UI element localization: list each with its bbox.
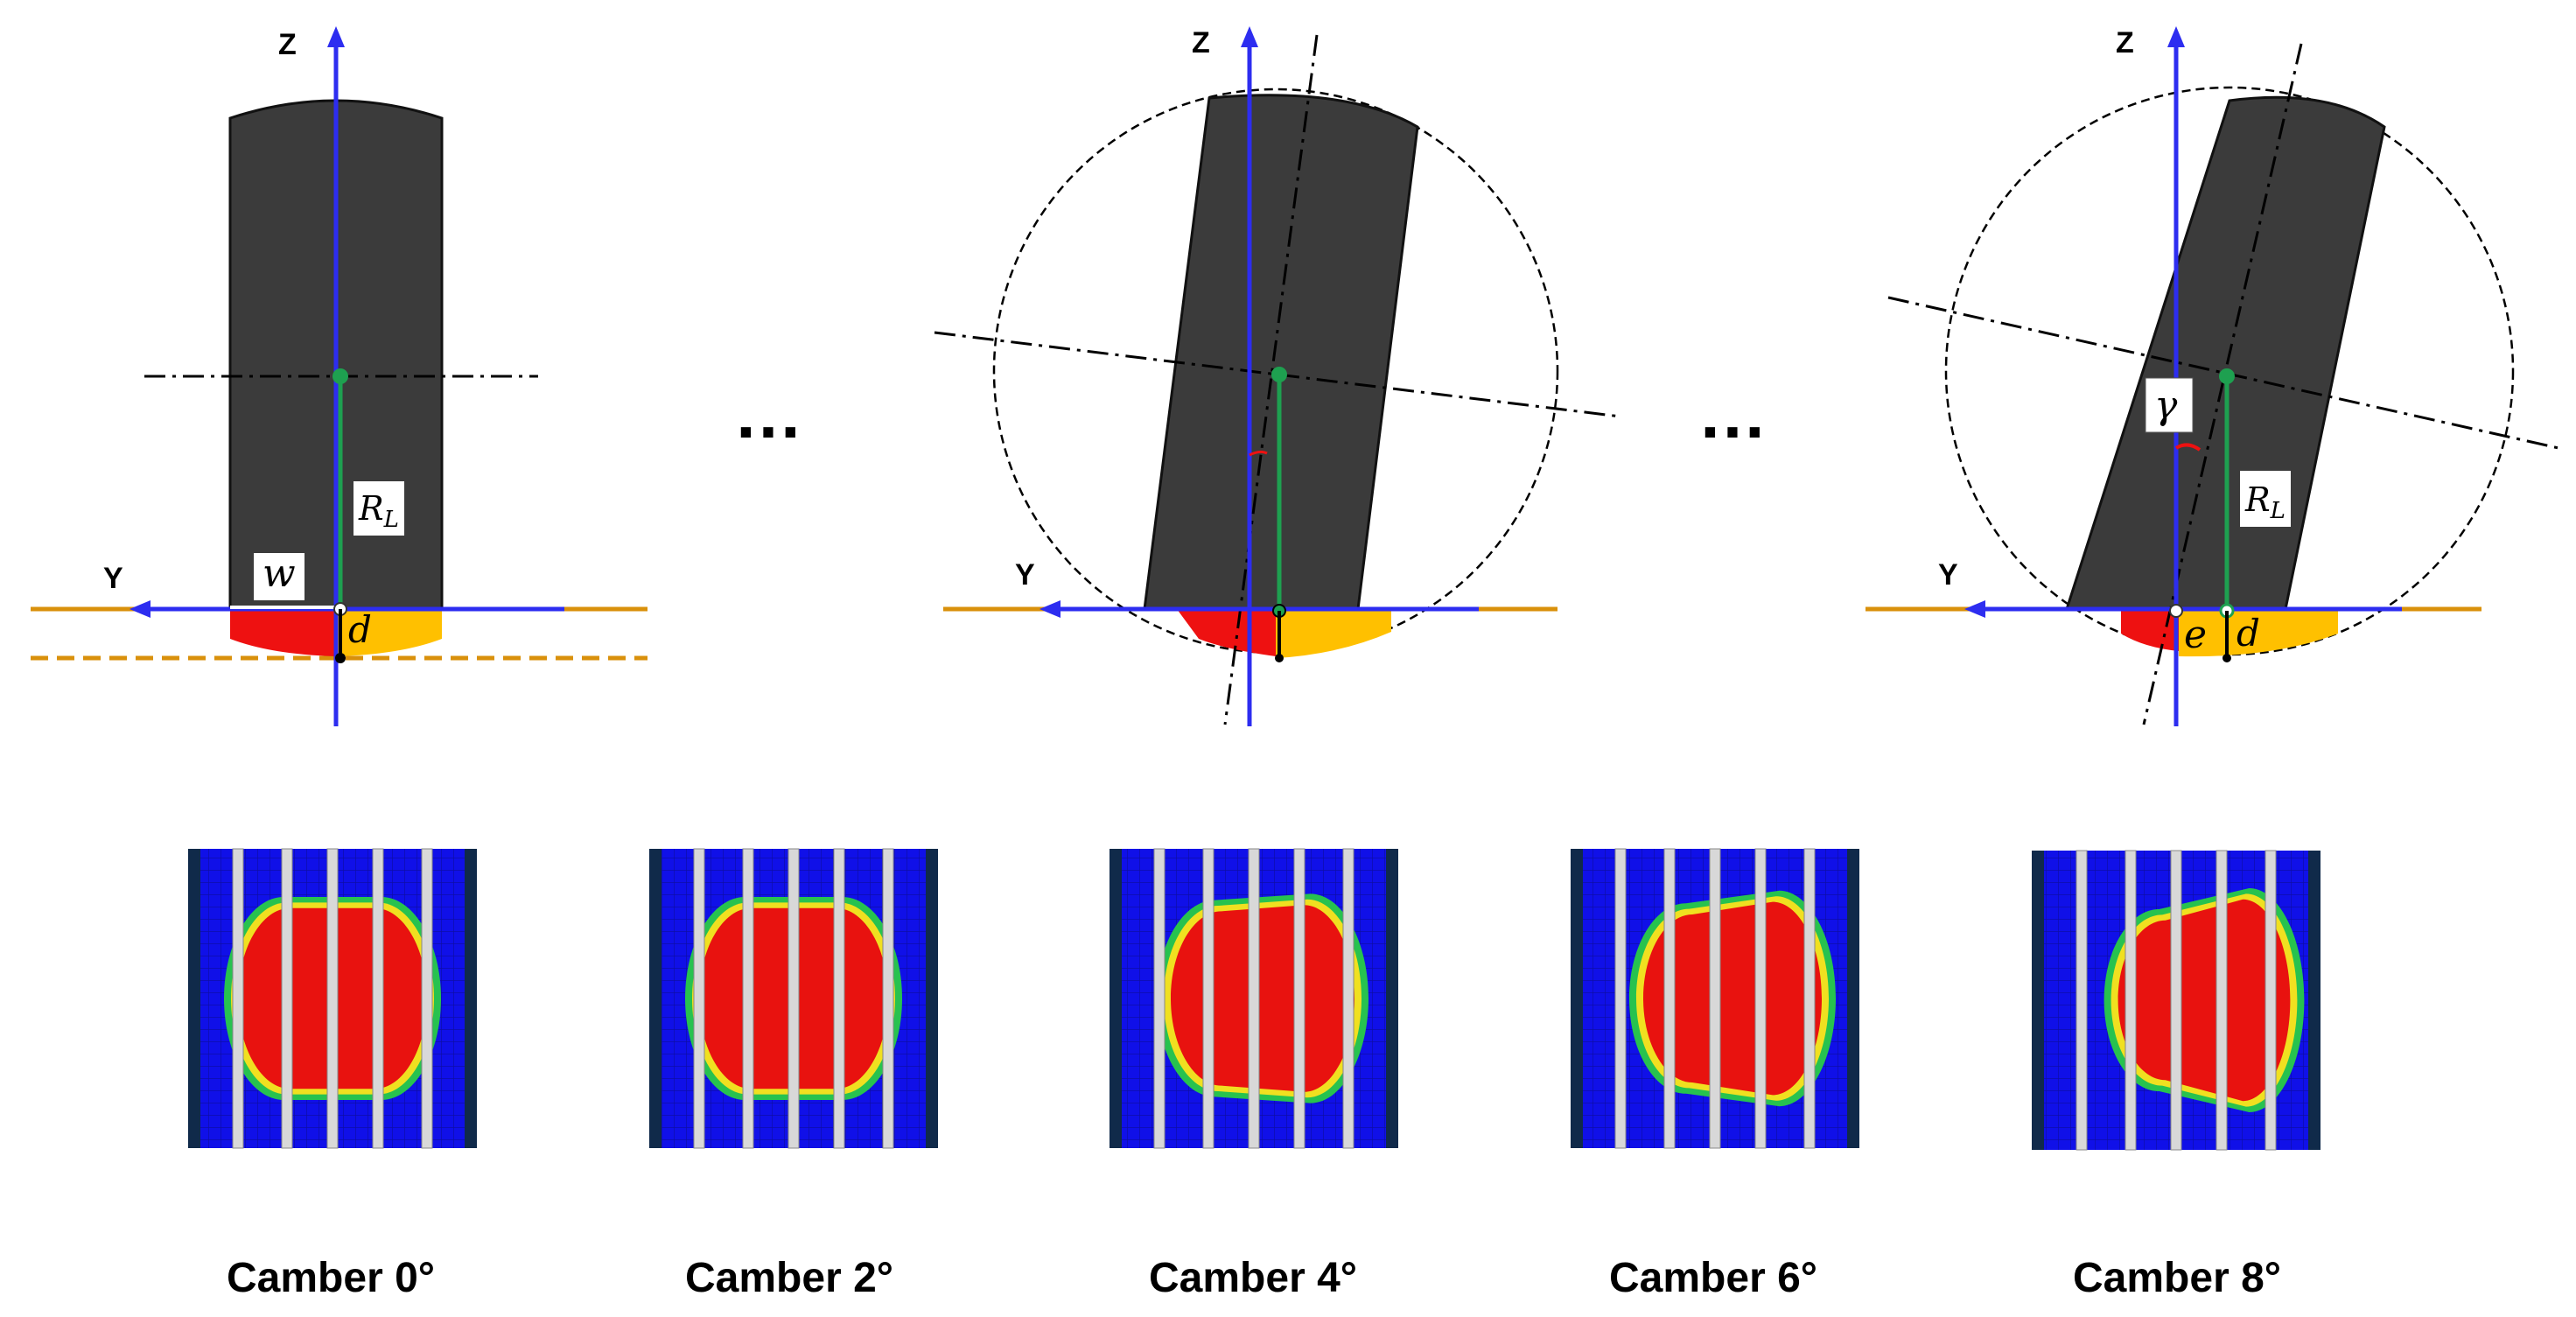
d-label: d: [348, 608, 372, 651]
panel-camber-8: Z Y γ RL e d: [1866, 26, 2559, 726]
camber-angle-arc: [1249, 450, 1268, 457]
tread-groove: [1754, 848, 1767, 1149]
footprint-edge-right: [1386, 849, 1398, 1148]
y-axis-arrow: [1040, 600, 1060, 618]
tread-groove: [1342, 848, 1354, 1149]
rl-label: RL: [2244, 480, 2286, 524]
wheel-outline-circle: [1944, 86, 2515, 656]
pressure-contour: [2118, 899, 2291, 1102]
camber-angle-arc: [2174, 443, 2202, 452]
footprint-edge-left: [1110, 849, 1122, 1148]
y-axis-arrow: [130, 600, 150, 618]
d-label: d: [2236, 612, 2260, 655]
tread-groove: [2076, 850, 2088, 1151]
tread-groove: [281, 848, 293, 1149]
contact-patch-left: [2121, 609, 2179, 651]
contact-offset-dot: [2169, 604, 2183, 618]
ellipsis-2: …: [1698, 375, 1768, 452]
z-axis-label: Z: [278, 28, 297, 61]
footprint-edge-left: [1571, 849, 1583, 1148]
panel-camber-0: Z Y w RL d: [31, 26, 648, 726]
y-axis-arrow: [1964, 600, 1985, 618]
y-axis-label: Y: [103, 562, 123, 595]
tread-groove: [421, 848, 433, 1149]
footprint-edge-right: [1847, 849, 1859, 1148]
tread-groove: [326, 848, 339, 1149]
footprint-row: [188, 848, 2320, 1151]
tread-groove: [1293, 848, 1306, 1149]
contact-patch-left: [230, 609, 336, 656]
gamma-label: γ: [2154, 383, 2178, 428]
caption-camber-0: Camber 0°: [227, 1255, 435, 1301]
deflection-dot: [1275, 654, 1284, 662]
hub-center-dot: [1271, 367, 1287, 382]
z-axis-label: Z: [2116, 26, 2134, 60]
gamma-label-box: [2145, 377, 2194, 433]
w-label-box: [254, 553, 304, 600]
footprint-image: [188, 848, 477, 1149]
footprint-image: [1571, 848, 1859, 1149]
footprint-edge-left: [649, 849, 662, 1148]
caption-camber-2: Camber 2°: [685, 1255, 893, 1301]
tread-groove: [372, 848, 384, 1149]
footprint-edge-right: [465, 849, 477, 1148]
footprint-image: [649, 848, 938, 1149]
tread-groove: [232, 848, 244, 1149]
caption-camber-4: Camber 4°: [1149, 1255, 1357, 1301]
tread-groove: [2124, 850, 2137, 1151]
tread-groove: [833, 848, 845, 1149]
tread-groove: [1614, 848, 1627, 1149]
deflection-dot: [335, 653, 346, 663]
deflection-dot: [2222, 654, 2231, 662]
tread-groove: [693, 848, 705, 1149]
tread-groove: [1153, 848, 1166, 1149]
panel-camber-4: Z Y: [934, 26, 1621, 726]
tread-groove: [2216, 850, 2228, 1151]
tread-groove: [1709, 848, 1721, 1149]
footprint-image: [1110, 848, 1398, 1149]
contact-patch-right: [1276, 609, 1391, 658]
tread-groove: [742, 848, 754, 1149]
hub-center-dot: [2219, 368, 2235, 384]
rl-label: RL: [358, 489, 399, 533]
footprint-edge-left: [2032, 851, 2044, 1150]
footprint-image: [2032, 850, 2320, 1151]
tread-groove: [1803, 848, 1816, 1149]
e-label: e: [2184, 613, 2207, 657]
tread-groove: [1663, 848, 1676, 1149]
contact-patch-right: [2179, 609, 2338, 657]
tread-groove: [1248, 848, 1260, 1149]
footprint-edge-left: [188, 849, 200, 1148]
caption-camber-8: Camber 8°: [2073, 1255, 2281, 1301]
tread-groove: [2264, 850, 2277, 1151]
pressure-contour: [1643, 901, 1822, 1096]
tread-groove: [882, 848, 894, 1149]
y-axis-label: Y: [1938, 558, 1958, 592]
footprint-edge-right: [2308, 851, 2320, 1150]
pressure-contour: [1171, 905, 1354, 1092]
z-axis-arrow: [1241, 26, 1258, 47]
footprint-edge-right: [926, 849, 938, 1148]
w-label: w: [262, 551, 296, 596]
tread-groove: [788, 848, 800, 1149]
caption-camber-6: Camber 6°: [1609, 1255, 1817, 1301]
ellipsis-1: …: [733, 375, 803, 452]
rl-label-box: [2240, 471, 2291, 527]
z-axis-arrow: [327, 26, 345, 47]
z-axis-arrow: [2167, 26, 2185, 47]
y-axis-label: Y: [1015, 558, 1035, 592]
contact-patch-right: [336, 609, 442, 656]
tread-groove: [2170, 850, 2182, 1151]
rl-label-box: [354, 481, 404, 536]
z-axis-label: Z: [1192, 26, 1210, 60]
tread-groove: [1202, 848, 1214, 1149]
hub-center-dot: [332, 368, 348, 384]
tire-body: [2064, 95, 2386, 611]
